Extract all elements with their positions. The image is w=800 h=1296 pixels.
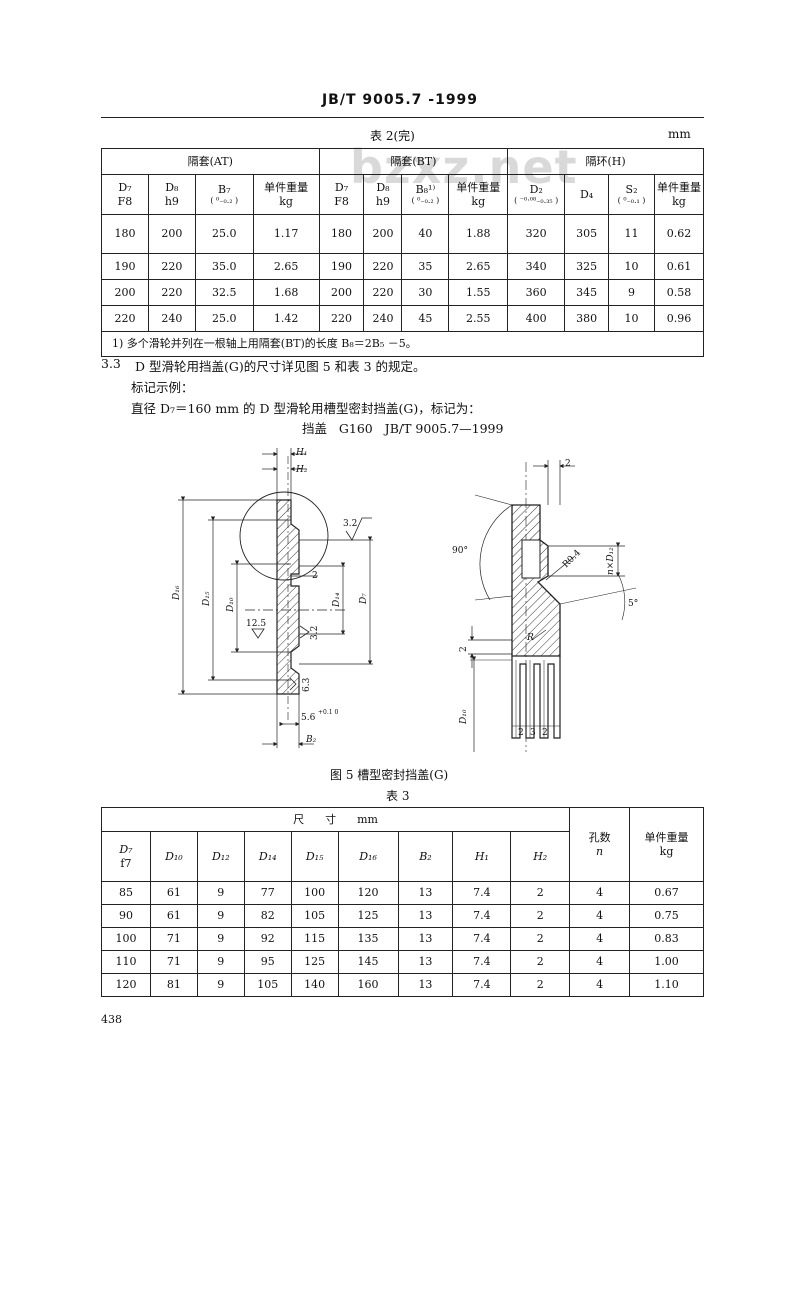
figure5-drawing: H₁ H₂ D₁₆ D₁₅ D₁₀ D₁₄ D₇ 3.2 3.2 12.5 6.…: [172, 448, 638, 752]
page-number: 438: [101, 1013, 122, 1026]
header-cell: S₂( ⁰₋₀.₁ ): [608, 174, 655, 215]
label-d7: D₇: [359, 593, 369, 605]
group-bt: 隔套(BT): [318, 148, 509, 175]
label-bottom-2b: 2: [542, 728, 548, 738]
header-rule: [101, 117, 704, 118]
label-d16: D₁₆: [172, 585, 182, 601]
label-side-2: 2: [459, 646, 469, 652]
label-ra32-mid: 3.2: [310, 626, 320, 640]
table2-title: 表 2(完): [370, 129, 415, 143]
table3-dim-header: 尺 寸 mm: [100, 807, 571, 832]
label-b2: B₂: [305, 735, 317, 745]
label-h1: H₁: [295, 448, 307, 458]
label-dim-56-tol: +0.1 0: [318, 709, 338, 716]
label-90deg: 90°: [452, 546, 468, 556]
header-cell: D₄: [564, 174, 610, 215]
left-section-view: [178, 448, 373, 748]
label-h2: H₂: [295, 465, 308, 475]
label-dim-2: 2: [312, 571, 318, 581]
label-bottom-2a: 2: [518, 728, 524, 738]
section-text: D 型滑轮用挡盖(G)的尺寸详见图 5 和表 3 的规定。: [135, 359, 426, 374]
label-top-2: 2: [565, 459, 571, 469]
header-cell: D₂( ⁻⁰·⁰⁸₋₀.₃₅ ): [507, 174, 566, 215]
group-at: 隔套(AT): [101, 148, 320, 175]
label-ra63: 6.3: [302, 677, 312, 692]
label-d15: D₁₅: [202, 591, 212, 607]
right-detail-view: [468, 460, 637, 752]
header-cell: B₈¹⁾( ⁰₋₀.₂ ): [401, 174, 450, 215]
label-r04: R0.4: [561, 548, 583, 570]
header-cell: B₇( ⁰₋₀.₂ ): [194, 174, 254, 215]
section-number: 3.3: [101, 356, 121, 371]
marking-example: 挡盖 G160 JB/T 9005.7—1999: [302, 421, 504, 436]
label-nd12: n×D₁₂: [606, 547, 616, 575]
group-h: 隔环(H): [507, 148, 704, 175]
label-ra32-top: 3.2: [343, 519, 357, 529]
label-ra125: 12.5: [246, 619, 266, 629]
label-d10: D₁₀: [226, 597, 236, 613]
label-d10-right: D₁₀: [459, 709, 469, 725]
table2-unit: mm: [668, 127, 691, 141]
left-view-labels: H₁ H₂ D₁₆ D₁₅ D₁₀ D₁₄ D₇ 3.2 3.2 12.5 6.…: [172, 448, 369, 745]
example-label: 标记示例：: [131, 380, 194, 395]
label-dim-56: 5.6: [301, 713, 316, 723]
example-text: 直径 D₇＝160 mm 的 D 型滑轮用槽型密封挡盖(G)，标记为：: [131, 401, 481, 416]
table2-footnote: 1) 多个滑轮并列在一根轴上用隔套(BT)的长度 B₈＝2B₅ －5。: [101, 331, 704, 357]
figure5-caption: 图 5 槽型密封挡盖(G): [330, 768, 449, 782]
label-r: R: [526, 633, 534, 643]
document-header: JB/T 9005.7 -1999: [321, 92, 479, 108]
label-d14: D₁₄: [332, 592, 342, 608]
label-5deg: 5°: [628, 599, 638, 609]
label-bottom-3: 3: [530, 728, 536, 738]
table3-title: 表 3: [386, 789, 410, 803]
